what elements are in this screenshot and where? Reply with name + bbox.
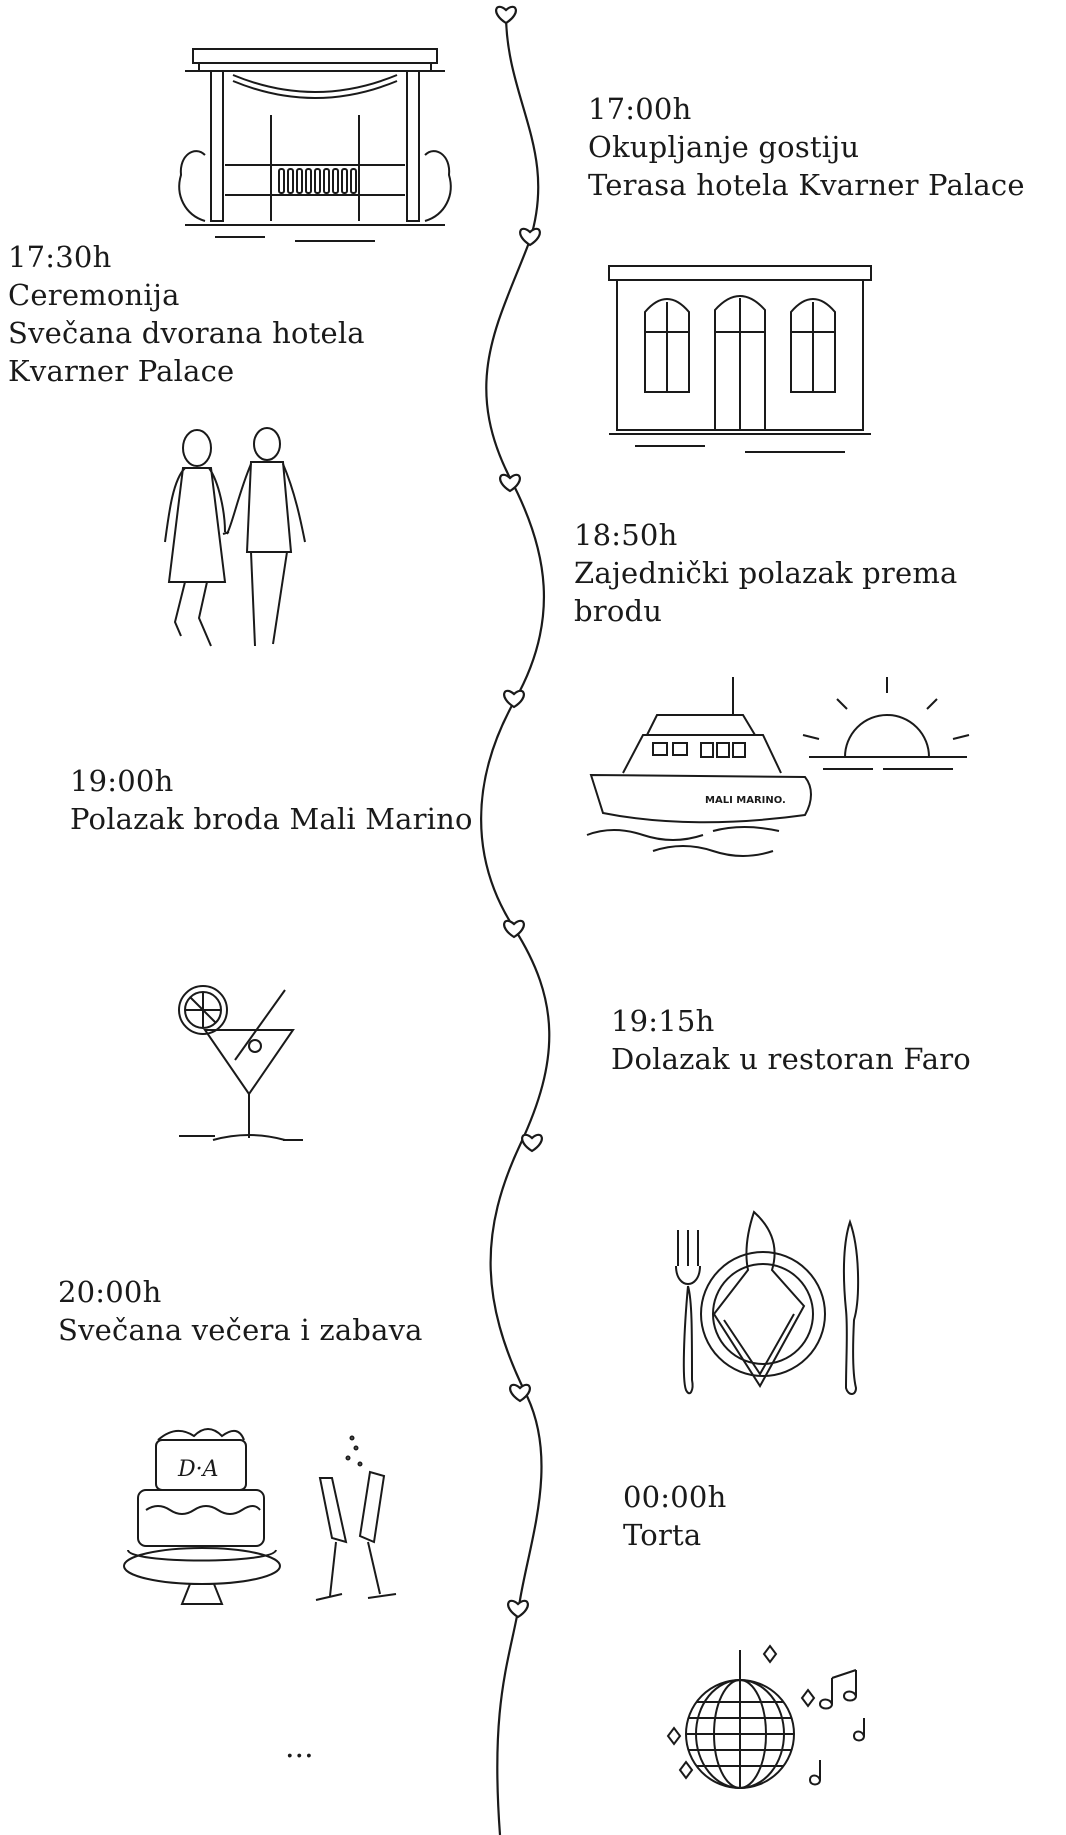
baluster <box>279 169 284 193</box>
event-title: Torta <box>623 1518 702 1552</box>
event-1700: 17:00h Okupljanje gostiju Terasa hotela … <box>588 90 1025 204</box>
event-1730: 17:30h Ceremonija Svečana dvorana hotela… <box>8 238 365 390</box>
baluster <box>297 169 302 193</box>
heart-icon <box>499 473 521 493</box>
event-1900: 19:00h Polazak broda Mali Marino <box>70 762 473 838</box>
event-title: Okupljanje gostiju <box>588 130 860 164</box>
cake-monogram: D·A <box>177 1457 219 1482</box>
heart-icon <box>509 1383 531 1403</box>
heart-icon <box>503 919 525 939</box>
event-time: 00:00h <box>623 1480 727 1514</box>
baluster <box>351 169 356 193</box>
event-location-2: Kvarner Palace <box>8 354 235 388</box>
event-title: Svečana večera i zabava <box>58 1313 423 1347</box>
event-location: Terasa hotela Kvarner Palace <box>588 168 1025 202</box>
palace-hall-icon <box>605 262 875 462</box>
dinner-plate-icon <box>664 1210 864 1410</box>
baluster <box>306 169 311 193</box>
pergola-terrace-icon <box>175 45 455 245</box>
boat-sunset-icon: MALI MARINO. <box>583 675 978 860</box>
event-2000: 20:00h Svečana večera i zabava <box>58 1273 423 1349</box>
event-1850: 18:50h Zajednički polazak prema brodu <box>574 516 958 630</box>
event-title: Polazak broda Mali Marino <box>70 802 473 836</box>
event-title: Ceremonija <box>8 278 180 312</box>
event-time: 18:50h <box>574 518 678 552</box>
baluster <box>288 169 293 193</box>
event-0000: 00:00h Torta <box>623 1478 726 1554</box>
event-1915: 19:15h Dolazak u restoran Faro <box>611 1002 971 1078</box>
baluster <box>324 169 329 193</box>
heart-icon <box>521 1133 543 1153</box>
event-time: 19:00h <box>70 764 174 798</box>
baluster <box>342 169 347 193</box>
event-time: 19:15h <box>611 1004 715 1038</box>
event-time: 17:00h <box>588 92 692 126</box>
boat-name-label: MALI MARINO. <box>705 795 786 806</box>
ellipsis: ... <box>285 1730 314 1765</box>
heart-icon <box>519 227 541 247</box>
cocktail-glass-icon <box>175 980 307 1150</box>
baluster <box>333 169 338 193</box>
heart-icon <box>503 689 525 709</box>
heart-icon <box>495 5 517 25</box>
heart-icon <box>507 1599 529 1619</box>
event-title-2: brodu <box>574 594 663 628</box>
event-time: 17:30h <box>8 240 112 274</box>
event-title: Dolazak u restoran Faro <box>611 1042 971 1076</box>
event-location: Svečana dvorana hotela <box>8 316 365 350</box>
baluster <box>315 169 320 193</box>
disco-ball-icon <box>660 1648 875 1818</box>
wedding-cake-icon: D·A <box>120 1418 412 1618</box>
event-time: 20:00h <box>58 1275 162 1309</box>
walking-couple-icon <box>155 422 315 654</box>
event-title: Zajednički polazak prema <box>574 556 958 590</box>
